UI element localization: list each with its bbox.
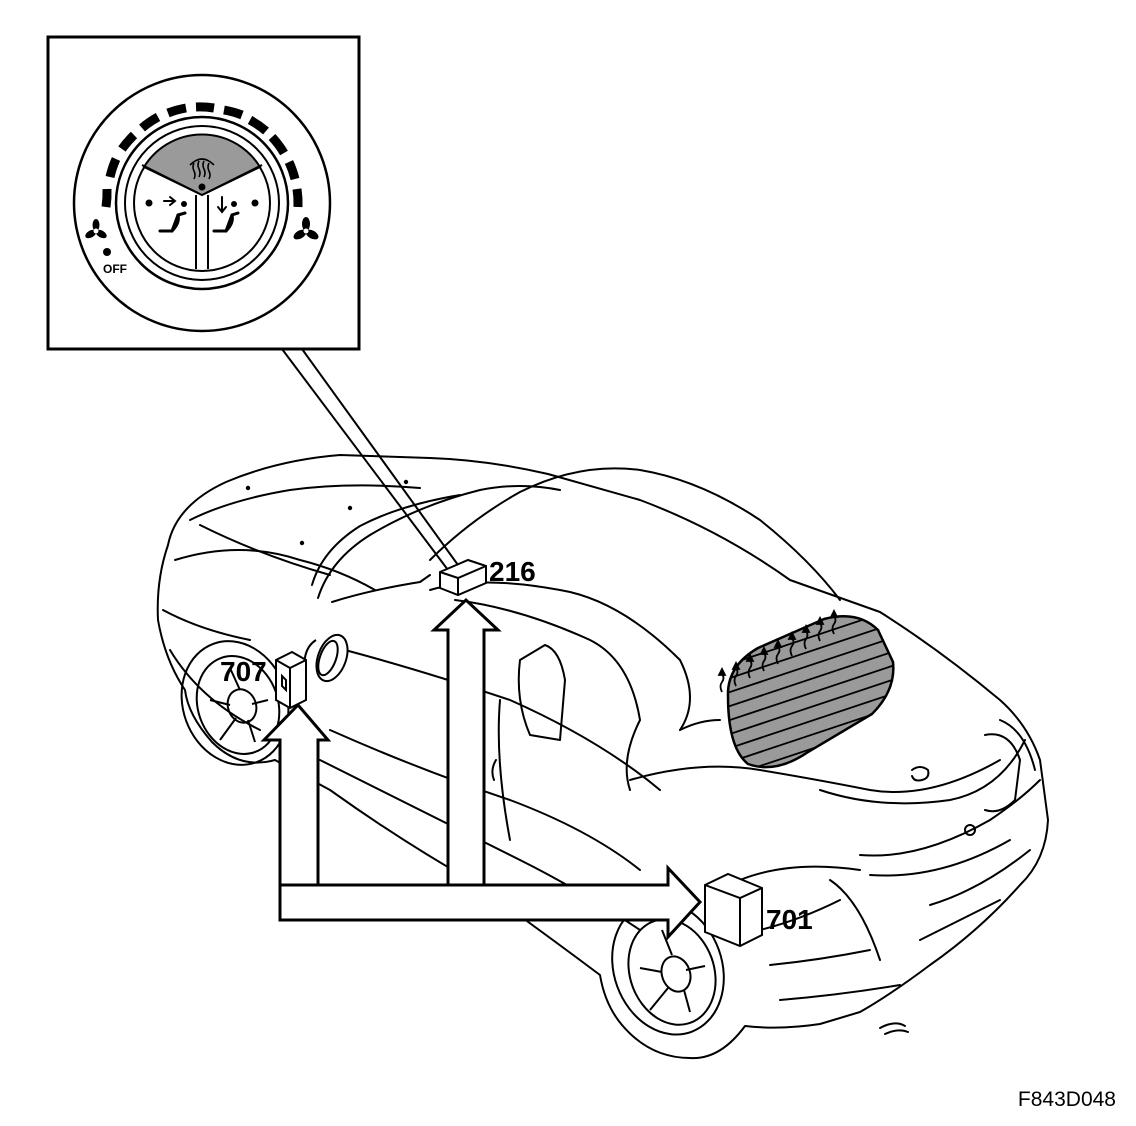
heat-arrows xyxy=(717,608,839,693)
component-701 xyxy=(704,872,763,948)
side-mirror xyxy=(303,633,349,683)
callout-701: 701 xyxy=(766,904,813,935)
callout-707: 707 xyxy=(220,656,267,687)
signal-arrows xyxy=(260,597,703,941)
rear-window-glass xyxy=(726,615,895,769)
air-to-face-icon xyxy=(158,196,187,233)
figure-id: F843D048 xyxy=(1017,1088,1116,1111)
component-707 xyxy=(275,650,307,710)
arrow-216 xyxy=(430,597,502,887)
defrost-icon xyxy=(189,158,215,180)
body-markings xyxy=(245,479,409,546)
callout-216: 216 xyxy=(489,556,536,587)
car-outline xyxy=(156,454,1049,1060)
fan-icon-high xyxy=(293,217,319,240)
off-label: OFF xyxy=(103,262,127,276)
air-to-feet-icon xyxy=(212,196,240,233)
rear-window xyxy=(717,608,895,769)
fan-speed-scale xyxy=(101,102,303,208)
control-knob: OFF xyxy=(72,73,332,333)
fan-icon-low xyxy=(85,219,107,239)
component-216 xyxy=(439,558,487,597)
off-dot xyxy=(103,248,111,256)
